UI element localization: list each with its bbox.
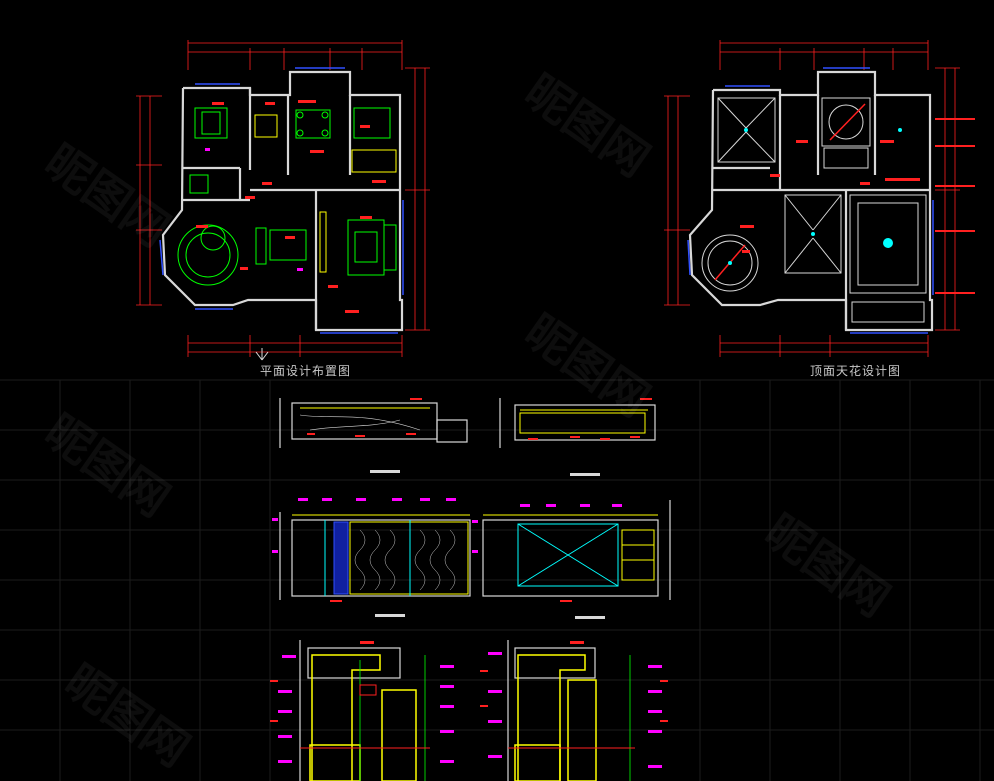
elevation-row-1: [279, 398, 656, 476]
elevation-row-2: [272, 498, 671, 619]
floor-plan: [136, 40, 430, 361]
floor-plan-title: 平面设计布置图: [260, 364, 352, 378]
ceiling-plan-title: 顶面天花设计图: [810, 364, 902, 378]
background-grid: [0, 379, 994, 781]
section-row-3: [270, 640, 668, 781]
ceiling-plan: [664, 40, 975, 357]
